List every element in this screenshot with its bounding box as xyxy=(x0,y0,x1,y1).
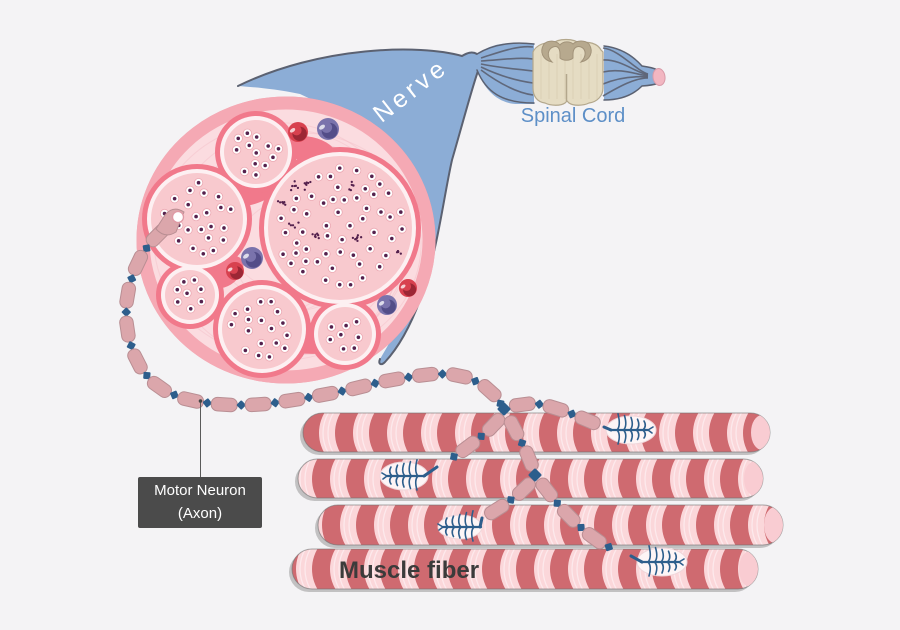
blood-vessel-artery xyxy=(226,262,244,280)
axon-branch-junction3 xyxy=(484,477,536,521)
fascicle-6 xyxy=(314,303,376,365)
nerve-cross-section xyxy=(136,96,436,384)
neuromuscular-junction-2 xyxy=(379,459,429,491)
axon-terminal-tree xyxy=(437,510,483,542)
label-pointer-line xyxy=(198,399,203,477)
axon-terminal-tree xyxy=(639,545,685,577)
muscle-fiber-label: Muscle fiber xyxy=(339,557,480,584)
axon-terminal-tree xyxy=(608,413,654,445)
blood-vessel-artery xyxy=(288,122,308,142)
motor-neuron-label: Motor Neuron (Axon) xyxy=(138,477,262,528)
blood-vessel-vein xyxy=(377,295,397,315)
fascicle-4 xyxy=(161,266,219,324)
axon-branch-v xyxy=(503,415,539,472)
fascicle-2 xyxy=(147,169,247,269)
spinal-cord-cylinder xyxy=(532,38,604,106)
neuromuscular-junction-4 xyxy=(636,545,688,577)
muscle-fiber-3 xyxy=(315,504,784,548)
axon-branch-junction2 xyxy=(450,412,506,461)
axon-branch-node xyxy=(528,468,542,482)
neuromuscular-junction-1 xyxy=(605,413,657,445)
motor-neuron-label-line1: Motor Neuron xyxy=(154,482,246,499)
fascicle-1 xyxy=(220,116,292,188)
fascicle-3 xyxy=(264,152,416,304)
spinal-cord-gray-matter xyxy=(541,40,592,63)
blood-vessel-vein xyxy=(317,118,339,140)
neuromuscular-junction-3 xyxy=(437,510,483,542)
nerve-rootlets-left xyxy=(476,42,535,104)
fascicle-5 xyxy=(218,285,306,373)
axon-branch-junction1 xyxy=(508,396,601,431)
axon-origin xyxy=(155,208,185,236)
muscle-fiber-1 xyxy=(300,412,771,455)
motor-axon-main xyxy=(119,223,505,413)
axon-terminal-tree xyxy=(381,459,427,491)
axon-branch-junction4 xyxy=(535,477,613,552)
nerve-stump-tip xyxy=(652,68,666,86)
blood-vessel-artery xyxy=(399,279,417,297)
axon-terminal-connectors xyxy=(422,402,644,564)
spinal-cord xyxy=(476,38,666,106)
axon-branch-node xyxy=(497,402,511,416)
motor-neuron-label-line2: (Axon) xyxy=(177,504,223,522)
blood-vessel-vein xyxy=(241,247,263,269)
spinal-cord-label: Spinal Cord xyxy=(520,105,626,127)
